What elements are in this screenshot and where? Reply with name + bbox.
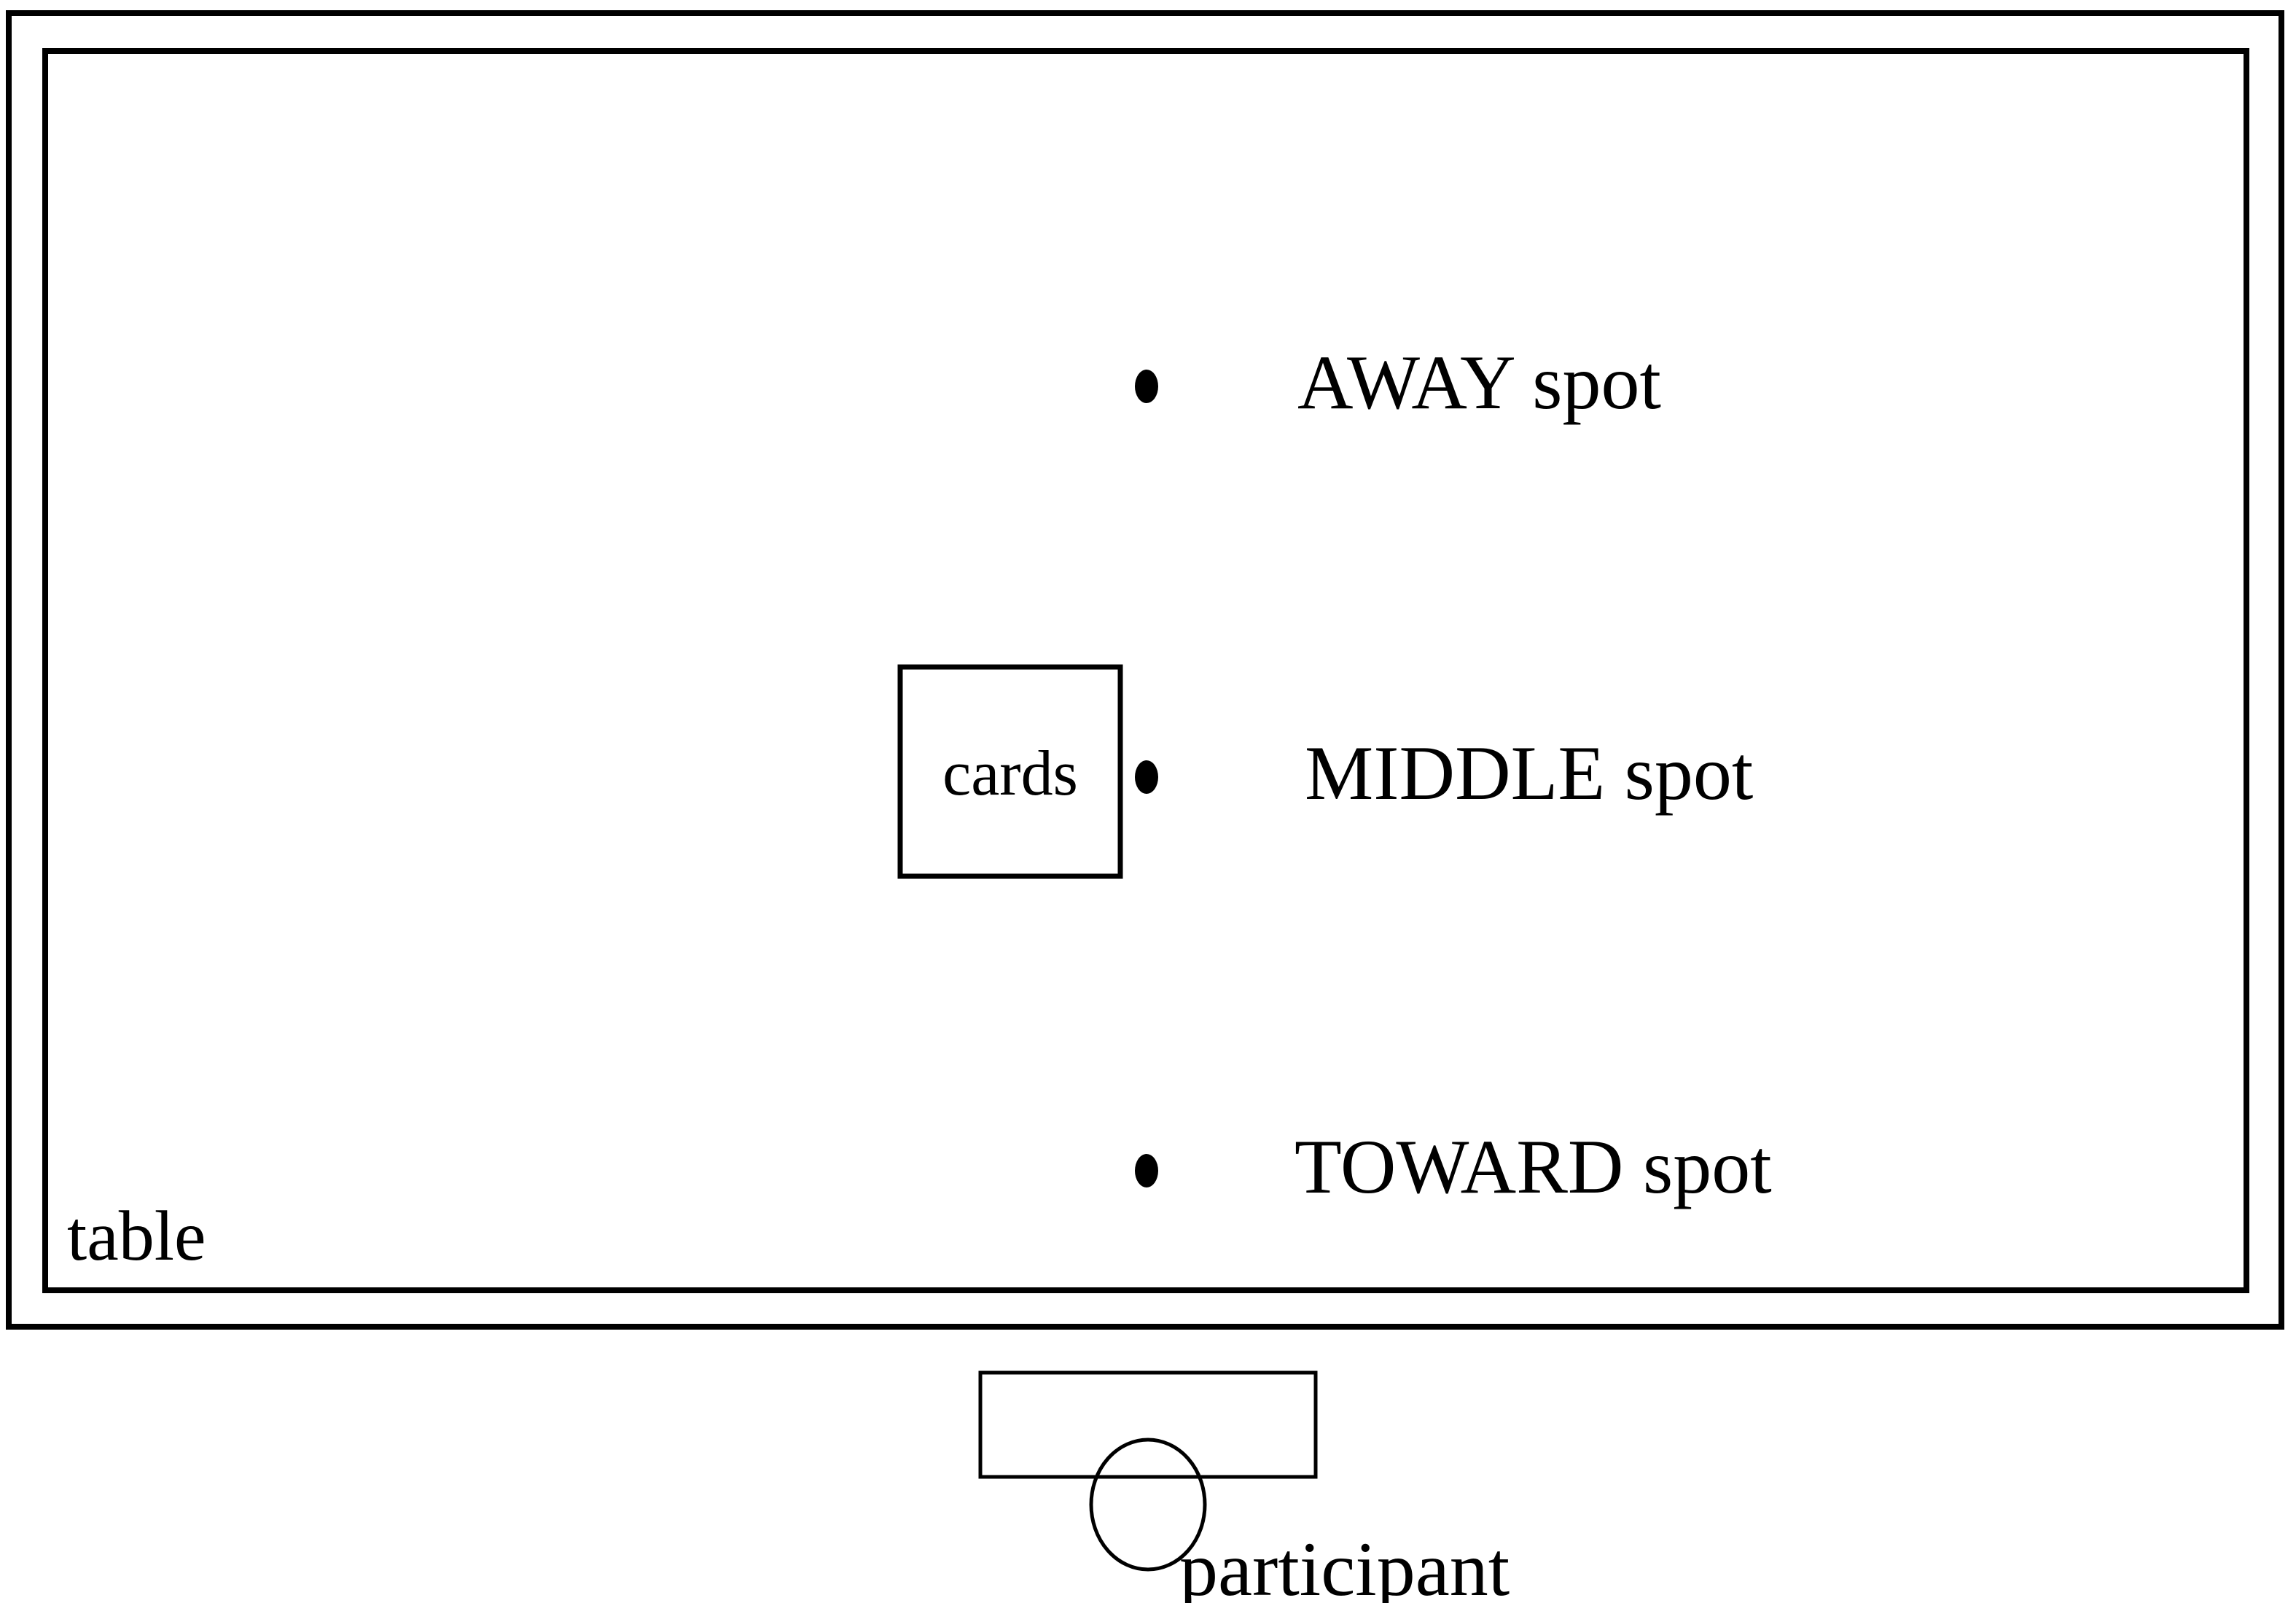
participant-label: participant: [1179, 1526, 1510, 1603]
table-inner-edge: [42, 48, 2249, 1293]
toward-spot-dot: [1135, 1154, 1158, 1187]
spots: AWAY spot MIDDLE spot TOWARD spot: [1135, 340, 1772, 1209]
cards-box: [897, 664, 1123, 879]
participant-head: [1089, 1438, 1207, 1572]
cards-label: cards: [942, 738, 1078, 809]
table-label: table: [67, 1197, 206, 1276]
toward-spot-label: TOWARD spot: [1295, 1124, 1772, 1209]
participant-chair: [978, 1370, 1318, 1479]
middle-spot-dot: [1135, 760, 1158, 794]
table: table: [6, 10, 2284, 1330]
cards-pile: cards: [897, 664, 1123, 879]
middle-spot-label: MIDDLE spot: [1305, 730, 1753, 816]
participant: participant: [978, 1370, 1510, 1603]
away-spot-label: AWAY spot: [1297, 340, 1661, 425]
table-outer-edge: [6, 10, 2284, 1330]
away-spot-dot: [1135, 370, 1158, 403]
